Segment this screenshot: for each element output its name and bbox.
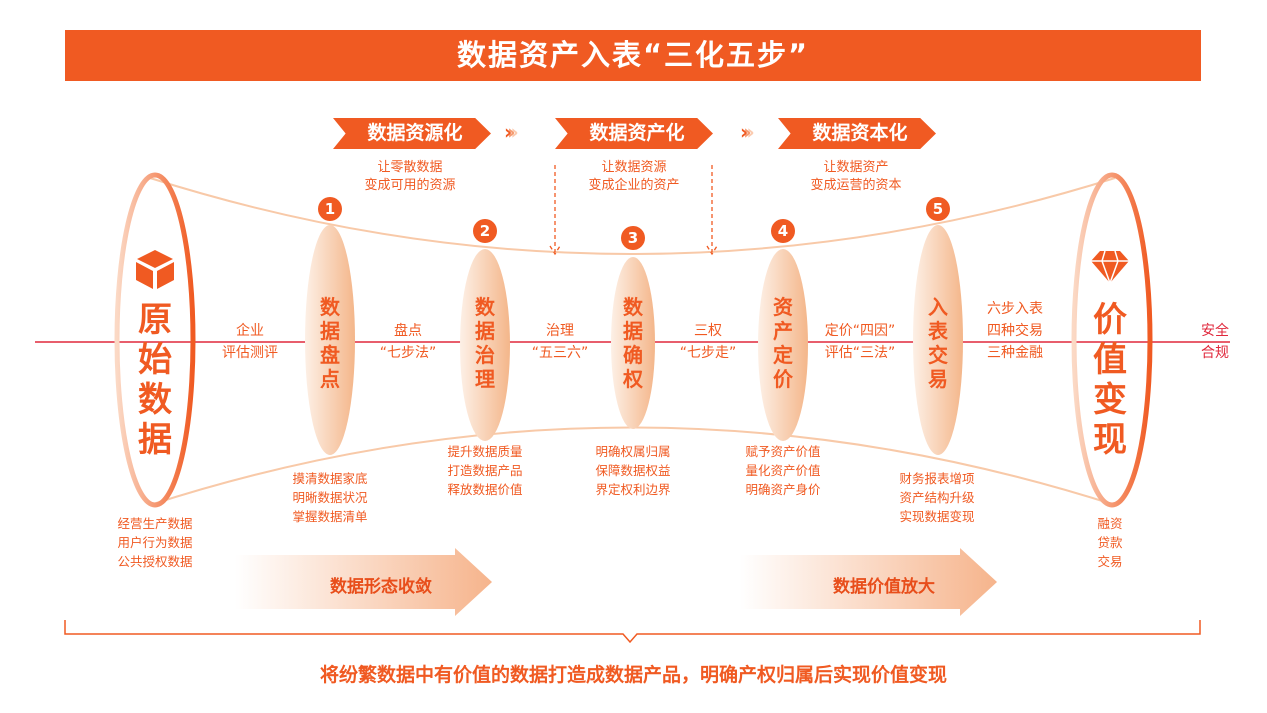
step-number: 3 xyxy=(621,226,645,250)
dashed-arrow xyxy=(706,165,718,256)
arrow-label: 数据价值放大 xyxy=(833,577,935,597)
step-number: 4 xyxy=(771,219,795,243)
dashed-arrow xyxy=(549,165,561,256)
arrow-label: 数据形态收敛 xyxy=(330,577,432,597)
connector-text: 治理“五三六” xyxy=(531,323,589,361)
step-items: 财务报表增项资产结构升级实现数据变现 xyxy=(899,471,975,524)
stage-desc: 让数据资产变成运营的资本 xyxy=(810,160,902,193)
start-label: 原始数据 xyxy=(138,300,172,460)
stage-banner-capital: 数据资本化 xyxy=(778,118,936,149)
stage-desc: 让零散数据变成可用的资源 xyxy=(364,160,456,193)
step-label: 数据治理 xyxy=(475,295,495,391)
connector-text: 定价“四因”评估“三法” xyxy=(824,323,896,361)
step-lens xyxy=(460,249,510,441)
step-items: 提升数据质量打造数据产品释放数据价值 xyxy=(447,444,523,497)
connector-text: 安全合规 xyxy=(1201,323,1229,361)
step-lens xyxy=(611,257,655,429)
stage-desc: 让数据资源变成企业的资产 xyxy=(588,160,680,193)
step-items: 明确权属归属保障数据权益界定权利边界 xyxy=(595,444,671,497)
step-number: 1 xyxy=(318,197,342,221)
step-items: 赋予资产价值量化资产价值明确资产身价 xyxy=(745,444,821,497)
page-title: 数据资产入表“三化五步” xyxy=(65,30,1201,81)
summary-text: 将纷繁数据中有价值的数据打造成数据产品，明确产权归属后实现价值变现 xyxy=(319,664,947,686)
connector-text: 企业评估测评 xyxy=(222,323,278,361)
connector-text: 六步入表四种交易三种金融 xyxy=(987,301,1043,361)
chevron-icon: ››› xyxy=(504,120,519,144)
end-items: 融资贷款交易 xyxy=(1097,516,1123,569)
end-label: 价值变现 xyxy=(1093,300,1127,460)
stage-banner-resource: 数据资源化 xyxy=(333,118,491,149)
step-lens xyxy=(758,249,808,441)
funnel-top-curve xyxy=(149,177,1116,255)
stage-banner-asset: 数据资产化 xyxy=(555,118,713,149)
step-label: 入表交易 xyxy=(928,295,948,391)
step-label: 数据盘点 xyxy=(320,295,340,391)
step-number: 5 xyxy=(926,197,950,221)
chevron-icon: ››› xyxy=(740,120,755,144)
arrow-converge xyxy=(235,548,492,616)
step-label: 数据确权 xyxy=(623,295,643,391)
bracket xyxy=(64,620,1201,644)
cube-icon xyxy=(136,250,174,289)
connector-text: 盘点“七步法” xyxy=(379,323,437,361)
arrow-amplify xyxy=(740,548,997,616)
step-label: 资产定价 xyxy=(773,295,793,391)
step-items: 摸清数据家底明晰数据状况掌握数据清单 xyxy=(292,471,368,524)
connector-text: 三权“七步走” xyxy=(679,323,737,361)
diamond-icon xyxy=(1091,250,1129,286)
start-items: 经营生产数据用户行为数据公共授权数据 xyxy=(117,516,193,569)
step-lens xyxy=(305,225,355,455)
step-lens xyxy=(913,225,963,455)
step-number: 2 xyxy=(473,219,497,243)
